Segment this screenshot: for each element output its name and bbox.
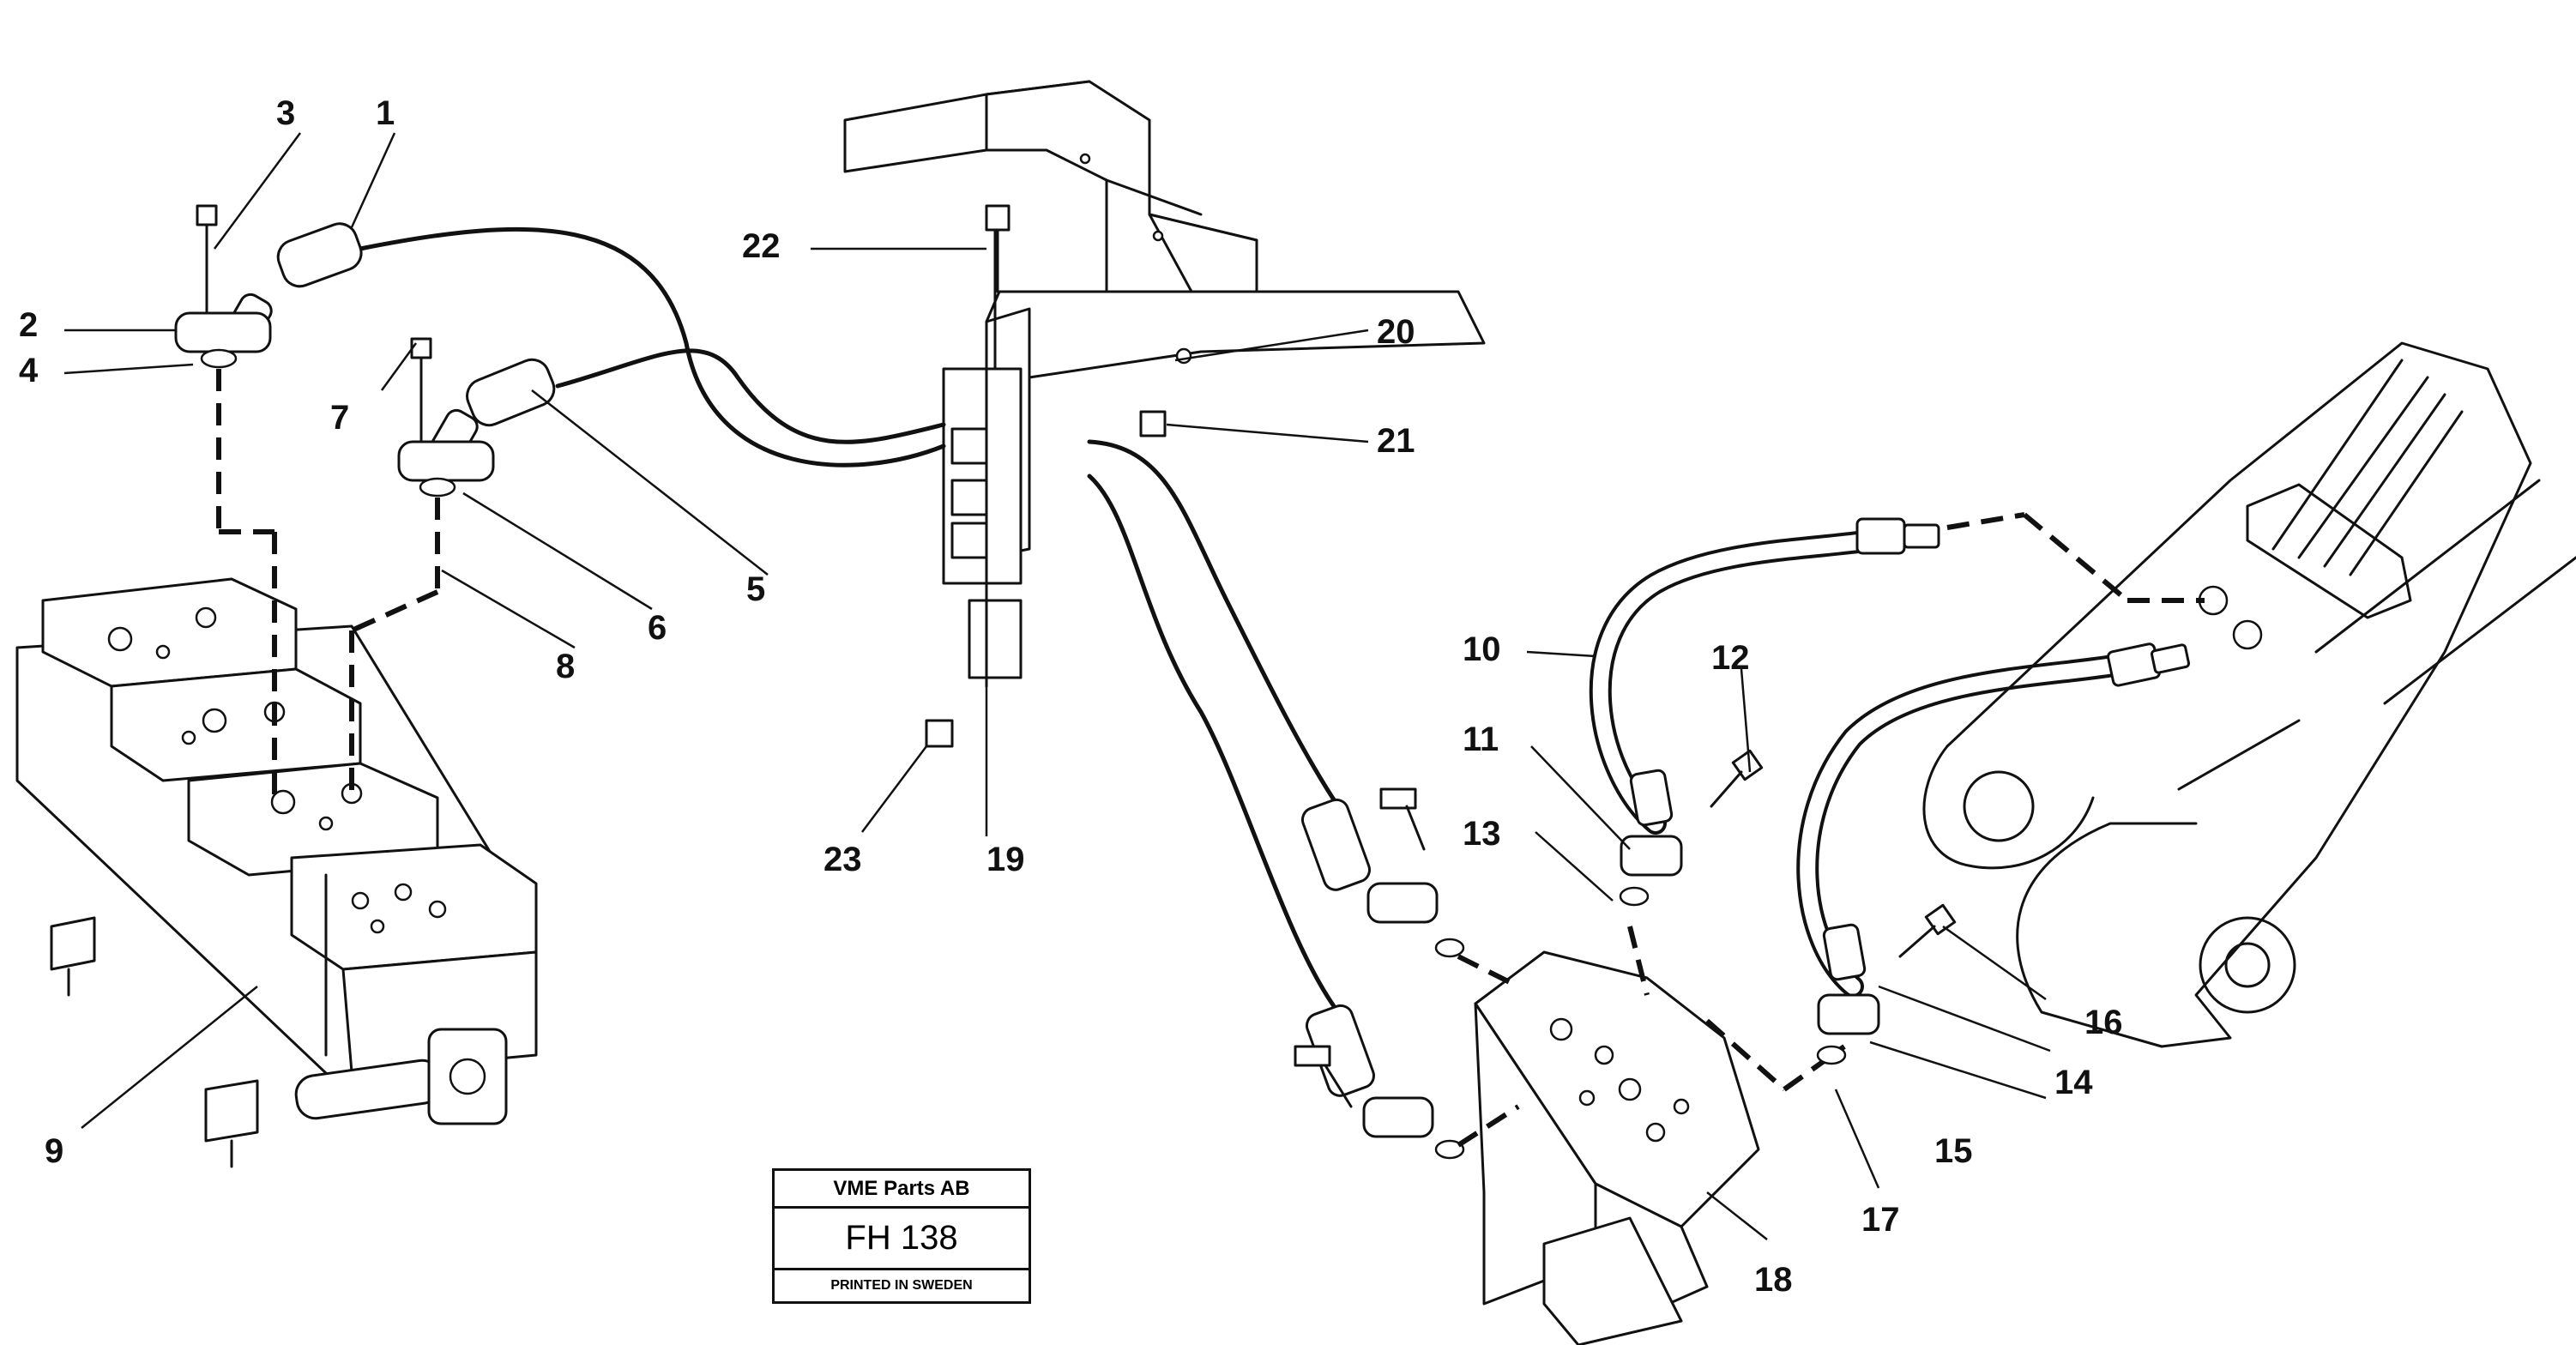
valve-ports (107, 606, 447, 934)
callout-11: 11 (1463, 721, 1499, 758)
hoses-left (174, 204, 946, 802)
hoses-right (1589, 517, 2191, 1065)
callout-2: 2 (19, 306, 38, 344)
callout-22: 22 (742, 227, 781, 265)
hoses-middle (1087, 439, 1465, 1160)
company-name: VME Parts AB (775, 1171, 1029, 1209)
callout-1: 1 (376, 94, 395, 132)
title-block: VME Parts AB FH 138 PRINTED IN SWEDEN (772, 1168, 1031, 1304)
callout-18: 18 (1754, 1261, 1793, 1299)
callout-21: 21 (1377, 422, 1415, 460)
boom-arm (1922, 341, 2576, 1048)
bolt-22 (985, 204, 1010, 293)
nut-21 (1139, 410, 1167, 437)
callout-15: 15 (1934, 1132, 1973, 1170)
valve-block (15, 577, 538, 1168)
callout-5: 5 (746, 570, 765, 608)
callout-labels: 1 2 3 4 5 6 7 8 9 10 11 12 13 14 15 16 1… (19, 94, 2123, 1299)
callout-19: 19 (986, 841, 1025, 878)
distributor-block (1457, 926, 1846, 1345)
callout-23: 23 (823, 841, 862, 878)
printed-note: PRINTED IN SWEDEN (830, 1278, 973, 1293)
callout-14: 14 (2054, 1064, 2093, 1101)
callout-20: 20 (1377, 313, 1415, 351)
callout-6: 6 (648, 609, 667, 647)
callout-7: 7 (330, 399, 349, 437)
callout-12: 12 (1711, 639, 1750, 677)
callout-9: 9 (45, 1132, 63, 1170)
leader-lines (63, 132, 2051, 1240)
callout-8: 8 (556, 648, 575, 685)
callout-17: 17 (1861, 1201, 1900, 1239)
callout-13: 13 (1463, 815, 1501, 853)
connector-block (942, 213, 1023, 688)
callout-3: 3 (276, 94, 295, 132)
callout-4: 4 (19, 352, 39, 389)
callout-10: 10 (1463, 630, 1501, 668)
support-beam (843, 80, 1258, 311)
callout-16: 16 (2084, 1004, 2123, 1041)
drawing-code: FH 138 (775, 1209, 1029, 1270)
nut-23 (925, 719, 954, 748)
